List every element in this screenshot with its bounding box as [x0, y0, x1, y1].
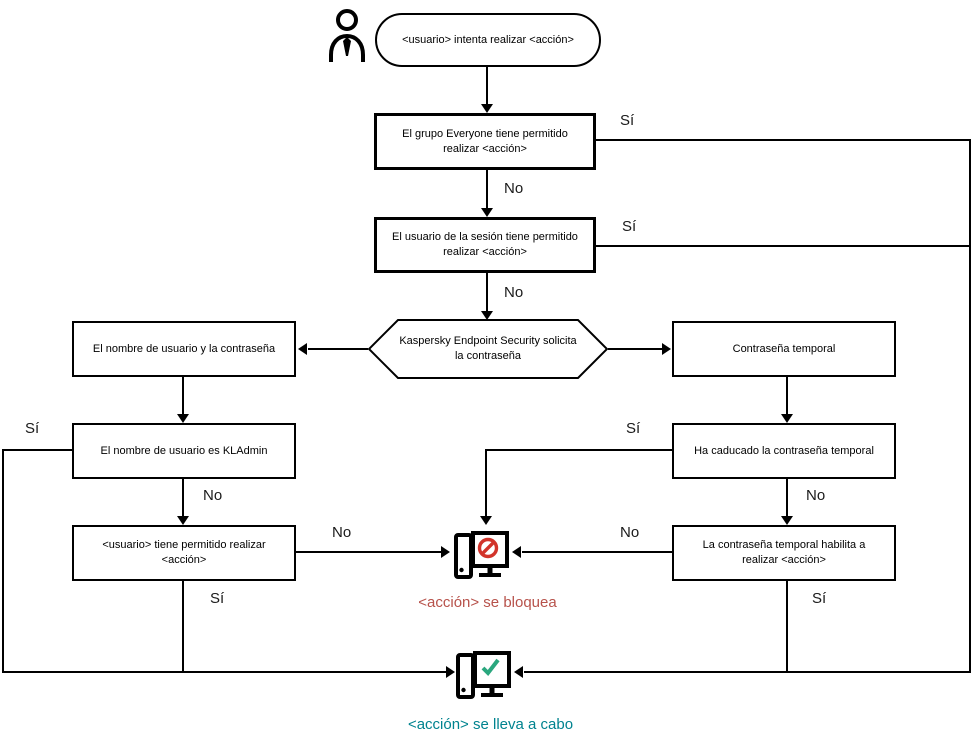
node-kladmin-label: El nombre de usuario es KLAdmin: [100, 444, 268, 457]
pc-check-icon: [456, 651, 511, 699]
edge-userpass-kladmin: [182, 377, 184, 415]
person-icon: [329, 9, 365, 62]
node-everyone: El grupo Everyone tiene permitido realiz…: [374, 113, 596, 170]
arrowhead-icon: [481, 311, 493, 320]
arrowhead-icon: [481, 208, 493, 217]
check-icon: [481, 658, 500, 677]
node-temp-pass: Contraseña temporal: [672, 321, 896, 377]
edge-tempallows-yes: [786, 581, 788, 673]
node-user-allowed: <usuario> tiene permitido realizar <acci…: [72, 525, 296, 581]
outcome-blocked-label: <acción> se bloquea: [418, 594, 557, 611]
pc-blocked-icon: [454, 531, 509, 579]
edge-temppass-expired: [786, 377, 788, 415]
edge-label-everyone-yes: Sí: [620, 112, 635, 129]
edge-label-session-no: No: [504, 284, 524, 301]
arrowhead-icon: [298, 343, 307, 355]
deny-icon: [477, 537, 499, 559]
arrowhead-icon: [177, 516, 189, 525]
arrowhead-icon: [662, 343, 671, 355]
node-session-user: El usuario de la sesión tiene permitido …: [374, 217, 596, 273]
arrowhead-icon: [481, 104, 493, 113]
edge-label-everyone-no: No: [504, 180, 524, 197]
edge-right-rail: [969, 139, 971, 673]
edge-tempallows-no: [522, 551, 672, 553]
arrowhead-icon: [480, 516, 492, 525]
arrowhead-icon: [512, 546, 521, 558]
edge-kes-userpass: [308, 348, 368, 350]
edge-session-no: [486, 273, 488, 311]
node-temp-pass-label: Contraseña temporal: [732, 342, 836, 355]
node-temp-allows: La contraseña temporal habilita a realiz…: [672, 525, 896, 581]
edge-kes-temppass: [608, 348, 662, 350]
start-node: <usuario> intenta realizar <acción>: [375, 13, 601, 67]
edge-userallowed-yes: [182, 581, 184, 673]
edge-label-expired-no: No: [806, 487, 826, 504]
node-kladmin: El nombre de usuario es KLAdmin: [72, 423, 296, 479]
node-user-allowed-label: <usuario> tiene permitido realizar <acci…: [102, 539, 266, 566]
edge-expired-yes-v: [485, 449, 487, 517]
edge-userallowed-no: [296, 551, 441, 553]
edge-bottom-right: [524, 671, 971, 673]
arrowhead-icon: [514, 666, 523, 678]
node-temp-allows-label: La contraseña temporal habilita a realiz…: [702, 539, 866, 566]
arrowhead-icon: [441, 546, 450, 558]
edge-everyone-yes: [596, 139, 971, 141]
edge-label-userallowed-yes: Sí: [210, 590, 225, 607]
arrowhead-icon: [781, 516, 793, 525]
node-everyone-label: El grupo Everyone tiene permitido realiz…: [402, 127, 568, 155]
edge-start-everyone: [486, 67, 488, 105]
edge-bottom-left: [3, 671, 446, 673]
edge-left-rail: [2, 449, 4, 673]
arrowhead-icon: [446, 666, 455, 678]
node-session-user-label: El usuario de la sesión tiene permitido …: [392, 231, 578, 258]
outcome-performed-label: <acción> se lleva a cabo: [407, 716, 574, 733]
node-temp-expired-label: Ha caducado la contraseña temporal: [694, 444, 874, 457]
edge-everyone-no: [486, 170, 488, 208]
arrowhead-icon: [781, 414, 793, 423]
edge-label-session-yes: Sí: [622, 218, 637, 235]
edge-label-tempallows-no: No: [620, 524, 640, 541]
edge-expired-yes-h: [486, 449, 672, 451]
start-node-label: <usuario> intenta realizar <acción>: [402, 33, 574, 46]
node-kes-prompt-label: Kaspersky Endpoint Security solicita la …: [399, 335, 577, 362]
hexagon-shape: [367, 319, 609, 379]
edge-label-userallowed-no: No: [332, 524, 352, 541]
node-user-pass-label: El nombre de usuario y la contraseña: [92, 342, 276, 355]
edge-kladmin-no: [182, 479, 184, 517]
node-user-pass: El nombre de usuario y la contraseña: [72, 321, 296, 377]
arrowhead-icon: [177, 414, 189, 423]
node-temp-expired: Ha caducado la contraseña temporal: [672, 423, 896, 479]
edge-label-kladmin-yes: Sí: [25, 420, 40, 437]
edge-label-tempallows-yes: Sí: [812, 590, 827, 607]
node-kes-prompt: Kaspersky Endpoint Security solicita la …: [367, 319, 609, 379]
edge-expired-no: [786, 479, 788, 517]
edge-session-yes: [596, 245, 971, 247]
edge-label-expired-yes: Sí: [626, 420, 641, 437]
edge-label-kladmin-no: No: [203, 487, 223, 504]
edge-kladmin-yes: [3, 449, 72, 451]
